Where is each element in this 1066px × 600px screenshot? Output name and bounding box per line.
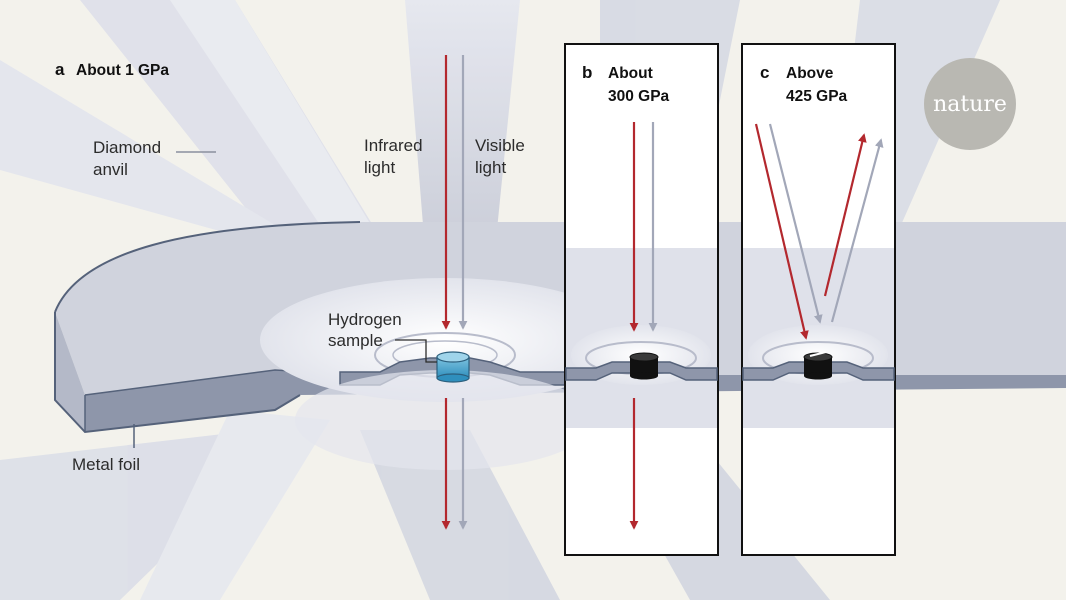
diamond-anvil-label-line2: anvil [93,160,128,179]
panel-c-title-line2: 425 GPa [786,88,848,105]
panel-b [564,43,719,556]
panel-c [741,43,896,556]
infrared-label-line1: Infrared [364,136,423,155]
hydrogen-label-line1: Hydrogen [328,310,402,329]
hydrogen-label-line2: sample [328,331,383,350]
panel-b-title-line1: About [608,65,653,82]
nature-logo: nature [924,58,1016,150]
visible-label-line1: Visible [475,136,525,155]
panel-a-title: About 1 GPa [76,62,169,79]
hydrogen-leader [395,339,437,363]
diamond-anvil-label-line1: Diamond [93,138,161,157]
visible-label-line2: light [475,158,506,177]
panel-a-arrows [441,55,468,530]
metal-foil-label: Metal foil [72,455,140,474]
hydrogen-sample [436,351,470,383]
panel-b-letter: b [582,63,592,82]
nature-logo-text: nature [933,92,1007,117]
panel-b-title-line2: 300 GPa [608,88,670,105]
panel-c-title-line1: Above [786,65,834,82]
panel-c-letter: c [760,63,769,82]
infrared-label-line2: light [364,158,395,177]
panel-a-letter: a [55,60,65,79]
